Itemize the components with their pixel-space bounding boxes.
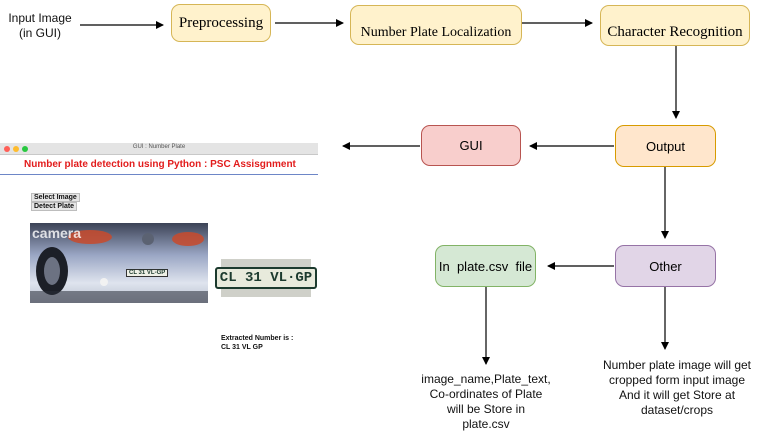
minimize-dot-icon[interactable] bbox=[13, 146, 19, 152]
heading-row: Number plate detection using Python : PS… bbox=[0, 155, 318, 175]
csv-label: In plate.csv file bbox=[438, 258, 533, 274]
input-image-label: Input Image (in GUI) bbox=[2, 11, 78, 41]
close-dot-icon[interactable] bbox=[4, 146, 10, 152]
window-title: GUI : Number Plate bbox=[132, 144, 186, 150]
camera-watermark: camera bbox=[32, 225, 82, 241]
crop-note-line-4: dataset/crops bbox=[640, 403, 714, 417]
csv-note: image_name,Plate_text, Co-ordinates of P… bbox=[404, 372, 568, 432]
input-label-line-2: (in GUI) bbox=[19, 26, 61, 40]
crop-note-line-3: And it will get Store at bbox=[618, 388, 736, 402]
output-label: Output bbox=[645, 138, 686, 154]
crop-note: Number plate image will get cropped form… bbox=[588, 358, 766, 418]
crop-note-line-2: cropped form input image bbox=[608, 373, 746, 387]
crop-note-line-1: Number plate image will get bbox=[602, 358, 752, 372]
select-image-button[interactable]: Select Image bbox=[31, 193, 80, 202]
car-photo: camera CL 31 VL-GP bbox=[30, 223, 208, 303]
gui-node: GUI bbox=[421, 125, 521, 166]
csv-note-line-2: Co-ordinates of Plate bbox=[429, 387, 543, 401]
output-node: Output bbox=[615, 125, 716, 167]
cropped-plate-text: CL 31 VL·GP bbox=[214, 267, 318, 289]
detect-plate-button[interactable]: Detect Plate bbox=[31, 202, 78, 211]
gui-window: GUI : Number Plate Number plate detectio… bbox=[0, 143, 318, 355]
recognition-label: Character Recognition bbox=[607, 24, 743, 40]
localization-node: Number Plate Localization bbox=[350, 5, 522, 45]
cropped-plate-image: CL 31 VL·GP bbox=[214, 259, 318, 297]
localization-label: Number Plate Localization bbox=[360, 25, 512, 40]
csv-node: In plate.csv file bbox=[435, 245, 536, 287]
extracted-number-label: Extracted Number is : bbox=[221, 335, 294, 342]
input-label-line-1: Input Image bbox=[8, 11, 72, 25]
csv-note-line-4: plate.csv bbox=[462, 417, 510, 431]
app-heading: Number plate detection using Python : PS… bbox=[24, 159, 296, 170]
car-license-plate: CL 31 VL-GP bbox=[126, 269, 169, 277]
gui-label: GUI bbox=[459, 138, 483, 153]
zoom-dot-icon[interactable] bbox=[22, 146, 28, 152]
csv-note-line-3: will be Store in bbox=[446, 402, 526, 416]
extracted-number-value: CL 31 VL GP bbox=[221, 344, 263, 351]
preprocessing-label: Preprocessing bbox=[178, 14, 264, 31]
window-titlebar: GUI : Number Plate bbox=[0, 143, 318, 155]
recognition-node: Character Recognition bbox=[600, 5, 750, 46]
preprocessing-node: Preprocessing bbox=[171, 4, 271, 42]
other-node: Other bbox=[615, 245, 716, 287]
car-illustration bbox=[30, 230, 208, 303]
other-label: Other bbox=[649, 258, 682, 274]
csv-note-line-1: image_name,Plate_text, bbox=[421, 372, 551, 386]
